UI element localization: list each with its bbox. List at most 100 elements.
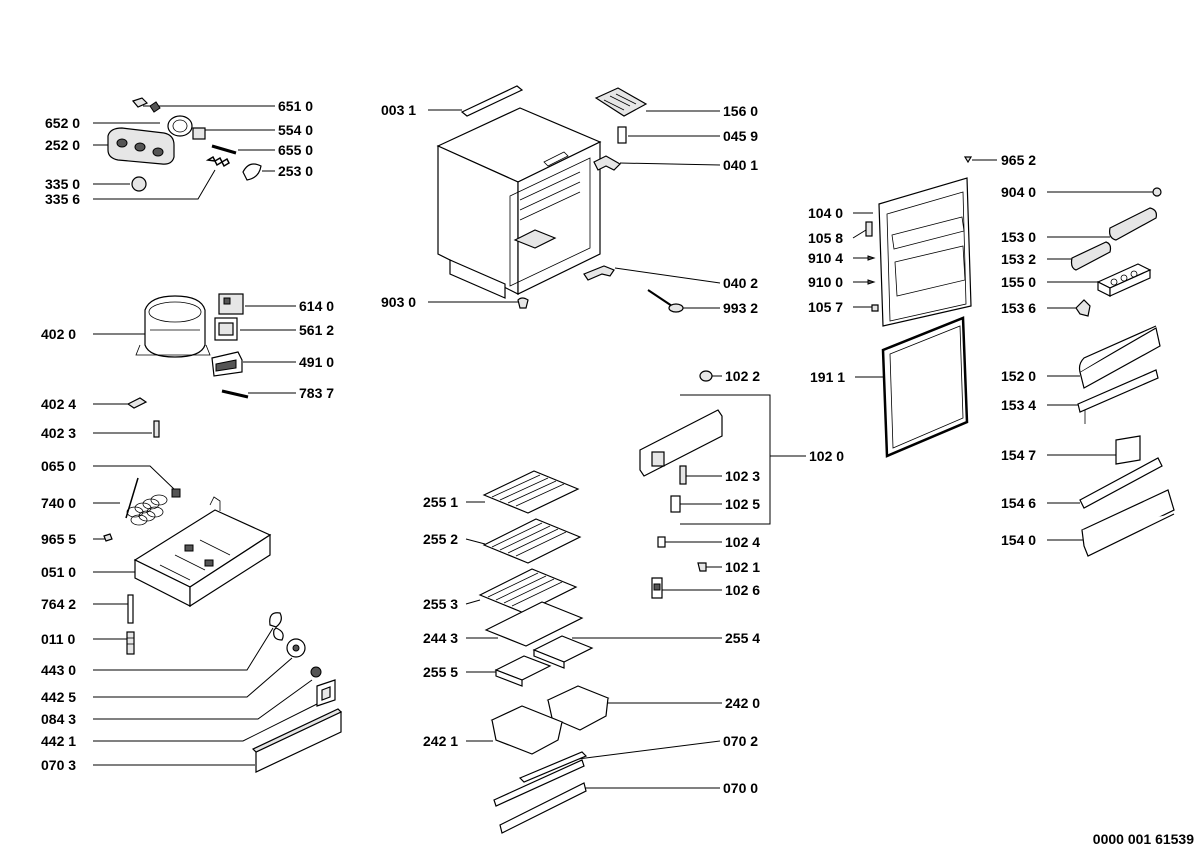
label-045-9: 045 9	[723, 128, 758, 144]
label-402-4: 402 4	[41, 396, 76, 412]
label-153-0: 153 0	[1001, 229, 1036, 245]
label-442-1: 442 1	[41, 733, 76, 749]
part-154-7-bottle-holder	[1115, 435, 1141, 465]
label-561-2: 561 2	[299, 322, 334, 338]
part-651-0-lamp-holder	[131, 97, 161, 113]
label-491-0: 491 0	[299, 354, 334, 370]
part-244-3-glass-shelf	[484, 601, 584, 647]
label-242-0: 242 0	[725, 695, 760, 711]
part-764-2-rod	[127, 594, 134, 624]
part-255-4-tray	[532, 635, 594, 669]
part-102-6-part	[651, 577, 663, 599]
label-102-6: 102 6	[725, 582, 760, 598]
label-255-1: 255 1	[423, 494, 458, 510]
label-011-0: 011 0	[41, 631, 75, 647]
label-335-6: 335 6	[45, 191, 80, 207]
label-655-0: 655 0	[278, 142, 313, 158]
label-652-0: 652 0	[45, 115, 80, 131]
part-903-0-foot	[517, 297, 529, 309]
part-155-0-egg-tray	[1096, 263, 1152, 297]
label-255-4: 255 4	[725, 630, 760, 646]
label-102-0: 102 0	[809, 448, 844, 464]
part-153-6-clip	[1075, 299, 1091, 317]
label-102-1: 102 1	[725, 559, 760, 575]
part-965-5-screw	[103, 533, 113, 542]
label-065-0: 065 0	[41, 458, 76, 474]
label-154-6: 154 6	[1001, 495, 1036, 511]
label-102-2: 102 2	[725, 368, 760, 384]
part-153-2-cover	[1070, 241, 1112, 271]
label-070-3: 070 3	[41, 757, 76, 773]
label-335-0: 335 0	[45, 176, 80, 192]
label-084-3: 084 3	[41, 711, 76, 727]
part-070-2-rail	[518, 751, 588, 783]
label-740-0: 740 0	[41, 495, 76, 511]
label-155-0: 155 0	[1001, 274, 1036, 290]
part-104-0-door	[878, 177, 972, 327]
part-102-0-panel	[639, 409, 723, 477]
label-153-2: 153 2	[1001, 251, 1036, 267]
label-102-4: 102 4	[725, 534, 760, 550]
part-783-7-cable	[221, 389, 249, 399]
part-554-0-lamp-cover	[167, 115, 206, 140]
label-152-0: 152 0	[1001, 368, 1036, 384]
part-156-0-ice-tray	[594, 87, 648, 117]
part-040-2-hinge-bottom	[583, 265, 615, 281]
part-561-2-overload	[214, 317, 238, 341]
label-244-3: 244 3	[423, 630, 458, 646]
part-102-5-part	[670, 495, 681, 513]
label-443-0: 443 0	[41, 662, 76, 678]
part-255-1-shelf	[482, 470, 580, 514]
label-105-8: 105 8	[808, 230, 843, 246]
label-993-2: 993 2	[723, 300, 758, 316]
label-105-7: 105 7	[808, 299, 843, 315]
part-255-3-shelf	[478, 568, 578, 614]
label-154-0: 154 0	[1001, 532, 1036, 548]
part-065-0-clip	[171, 488, 181, 498]
label-910-4: 910 4	[808, 250, 843, 266]
part-910-4-screw	[867, 255, 876, 261]
label-156-0: 156 0	[723, 103, 758, 119]
label-614-0: 614 0	[299, 298, 334, 314]
label-783-7: 783 7	[299, 385, 334, 401]
part-154-0-bottle-shelf	[1081, 489, 1175, 557]
part-003-1-trim	[460, 85, 524, 117]
part-045-9-pin	[617, 126, 627, 144]
part-253-0-knob-cover	[242, 163, 262, 181]
label-651-0: 651 0	[278, 98, 313, 114]
label-255-3: 255 3	[423, 596, 458, 612]
part-152-0-door-shelf	[1078, 325, 1161, 389]
document-number: 0000 001 61539	[1092, 831, 1194, 847]
part-070-3-grille	[251, 708, 343, 773]
part-070-0-rail	[493, 759, 587, 834]
label-070-0: 070 0	[723, 780, 758, 796]
part-614-0-relay	[218, 293, 244, 315]
part-102-2-knob	[699, 370, 713, 382]
label-402-3: 402 3	[41, 425, 76, 441]
part-402-4-clip	[126, 397, 148, 409]
label-191-1: 191 1	[810, 369, 845, 385]
part-655-0-bulb	[211, 144, 237, 155]
part-965-2-screw	[963, 156, 973, 164]
label-051-0: 051 0	[41, 564, 76, 580]
label-153-6: 153 6	[1001, 300, 1036, 316]
part-442-1-bracket	[316, 679, 336, 707]
part-191-1-gasket	[881, 316, 969, 458]
label-764-2: 764 2	[41, 596, 76, 612]
part-904-0-cap	[1152, 187, 1162, 197]
label-252-0: 252 0	[45, 137, 80, 153]
label-153-4: 153 4	[1001, 397, 1036, 413]
part-102-4-part	[657, 536, 666, 548]
label-903-0: 903 0	[381, 294, 416, 310]
leader-lines	[93, 105, 1153, 789]
part-255-5-tray	[494, 655, 552, 687]
part-442-5-fan-motor	[286, 638, 306, 658]
part-402-0-compressor	[135, 295, 211, 358]
part-153-0-egg-cover	[1109, 207, 1157, 241]
label-040-1: 040 1	[723, 157, 758, 173]
part-cabinet	[436, 107, 602, 299]
part-105-8-hinge-pin	[865, 221, 873, 237]
label-255-2: 255 2	[423, 531, 458, 547]
part-335-6-spring	[205, 155, 230, 168]
